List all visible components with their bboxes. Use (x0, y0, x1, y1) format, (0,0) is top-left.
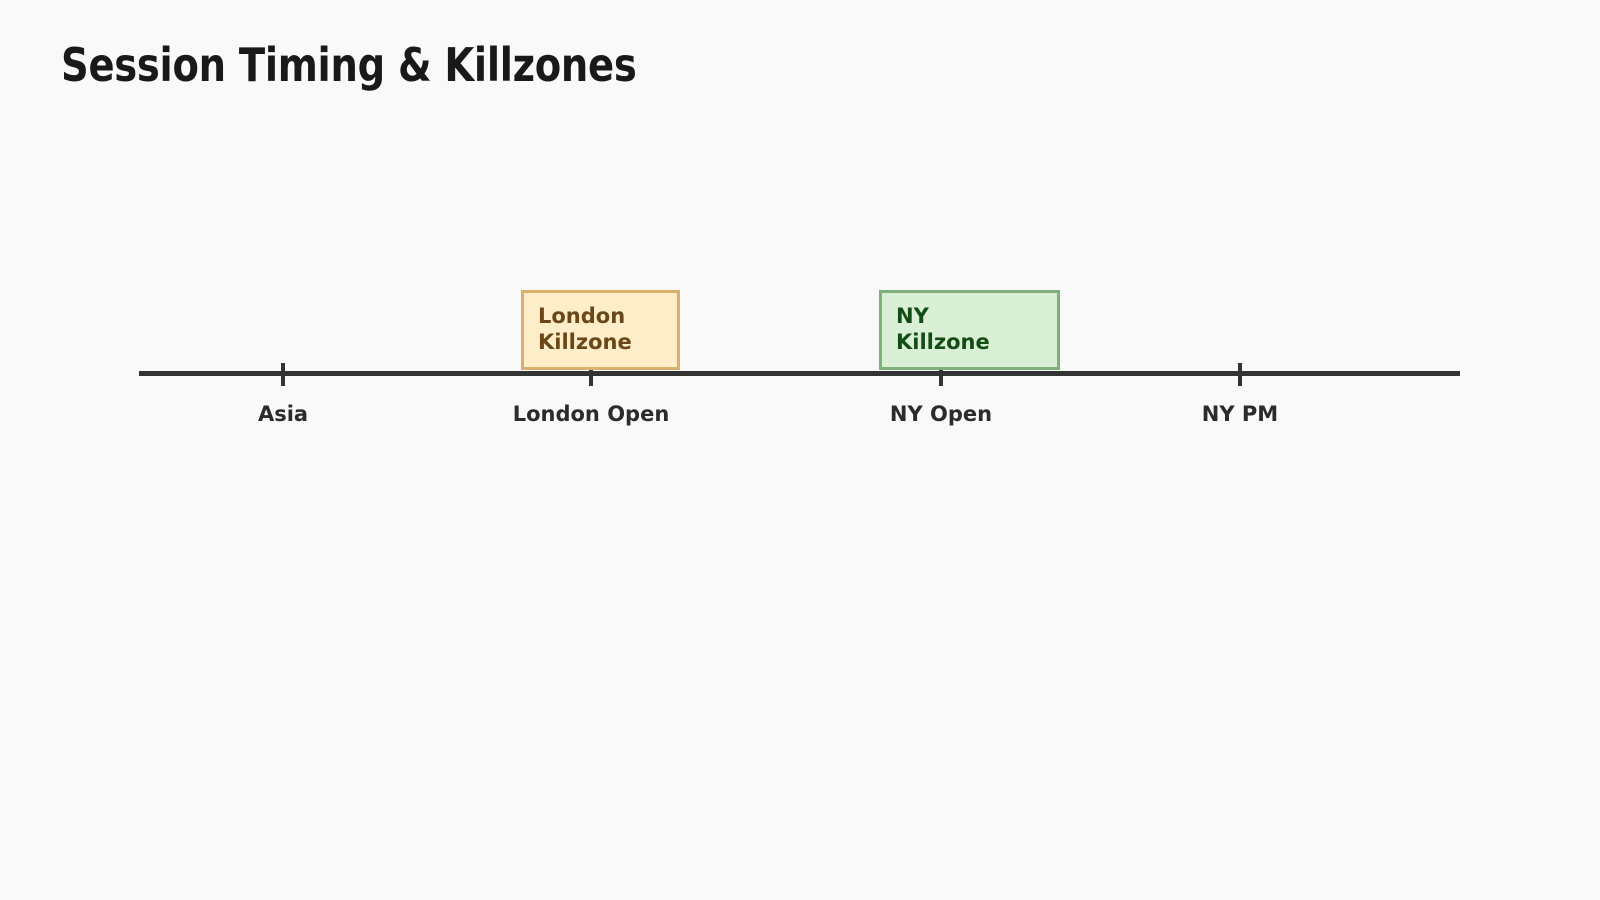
ny-killzone-box: NY Killzone (879, 290, 1060, 370)
ny-killzone-label-line1: NY (896, 304, 929, 329)
tick-label-london-open: London Open (512, 402, 670, 426)
timeline-axis-line (139, 371, 1460, 376)
tick-label-asia: Asia (257, 402, 309, 426)
tick-mark-london-open (589, 363, 593, 386)
london-killzone-label-line1: London (538, 304, 626, 329)
tick-mark-asia (281, 363, 285, 386)
ny-killzone-label-line2: Killzone (896, 330, 990, 354)
tick-mark-ny-pm (1238, 363, 1242, 386)
tick-label-ny-pm: NY PM (1201, 402, 1279, 426)
london-killzone-box: London Killzone (521, 290, 680, 370)
page-title: Session Timing & Killzones (61, 38, 637, 92)
london-killzone-label-line2: Killzone (538, 330, 632, 354)
tick-label-ny-open: NY Open (889, 402, 993, 426)
tick-mark-ny-open (939, 363, 943, 386)
